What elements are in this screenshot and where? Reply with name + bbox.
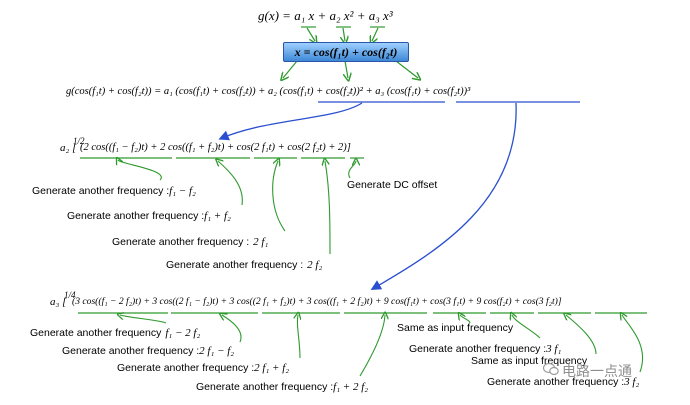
arrow-to-7 <box>566 315 597 355</box>
to-annotation-5: Same as input frequency <box>397 322 514 334</box>
third-order-equation: (3 cos((f₁ − 2 f₂)t) + 3 cos((2 f₁ − f₂)… <box>72 296 562 307</box>
expanded-equation: g(cos(f₁t) + cos(f₂t)) = a₁ (cos(f₁t) + … <box>66 86 471 97</box>
to-annotation-2: Generate another frequency :2 f₁ − f₂ <box>62 345 235 357</box>
to-annotation-7: Same as input frequency <box>471 355 588 367</box>
wechat-icon <box>543 362 559 376</box>
so-annotation-dc: Generate DC offset <box>347 179 438 191</box>
watermark: 电路一点通 <box>562 364 632 380</box>
input-box: x = cos(f₁t) + cos(f₂t) <box>283 42 409 62</box>
arrow-so-5 <box>348 161 356 179</box>
arrow-to-1 <box>120 315 167 324</box>
arrow-x2-to-box <box>343 27 345 41</box>
arrow-so-2 <box>218 161 243 206</box>
arrow-to-2 <box>222 315 242 343</box>
so-annotation-2: Generate another frequency :f₁ + f₂ <box>67 210 231 222</box>
arrow-to-5 <box>460 315 471 324</box>
to-annotation-1: Generate another frequency f₁ − 2 f₂ <box>30 327 201 339</box>
arrow-x3-to-box <box>372 27 379 41</box>
third-order-prefix: a₃ [ <box>50 296 67 308</box>
to-annotation-3: Generate another frequency :2 f₁ + f₂ <box>117 362 290 374</box>
arrow-x1-to-box <box>306 27 315 41</box>
to-annotation-8: Generate another frequency :3 f₂ <box>487 376 640 388</box>
second-order-fraction: 1/2 <box>73 136 85 146</box>
arrow-box-to-term2 <box>345 60 348 78</box>
so-annotation-4: Generate another frequency : 2 f₂ <box>166 259 323 271</box>
second-order-equation: (2 cos((f₁ − f₂)t) + 2 cos((f₁ + f₂)t) +… <box>80 142 351 153</box>
arrow-so-4 <box>325 161 331 255</box>
arrow-so-1 <box>118 160 162 181</box>
header-equation: g(x) = a₁ x + a₂ x² + a₃ x³ <box>258 8 393 23</box>
to-annotation-6: Generate another frequency :3 f₁ <box>409 343 562 355</box>
arrow-box-to-term1 <box>283 60 298 78</box>
to-annotation-4: Generate another frequency :f₁ + 2 f₂ <box>196 381 369 393</box>
arrow-box-to-term3 <box>395 60 418 78</box>
arrow-to-3 <box>297 315 300 359</box>
arrow-so-3 <box>272 161 286 232</box>
so-annotation-1: Generate another frequency :f₁ − f₂ <box>32 185 196 197</box>
arrow-to-6 <box>512 315 541 339</box>
arrow-to-8 <box>622 315 644 373</box>
arrow-a2-to-second-order <box>218 102 363 141</box>
third-order-fraction: 1/4 <box>64 290 76 300</box>
so-annotation-3: Generate another frequency : 2 f₁ <box>112 236 269 248</box>
second-order-prefix: a₂ [ <box>60 142 77 154</box>
arrow-to-4 <box>359 315 385 377</box>
arrow-a3-to-third-order <box>370 102 517 290</box>
